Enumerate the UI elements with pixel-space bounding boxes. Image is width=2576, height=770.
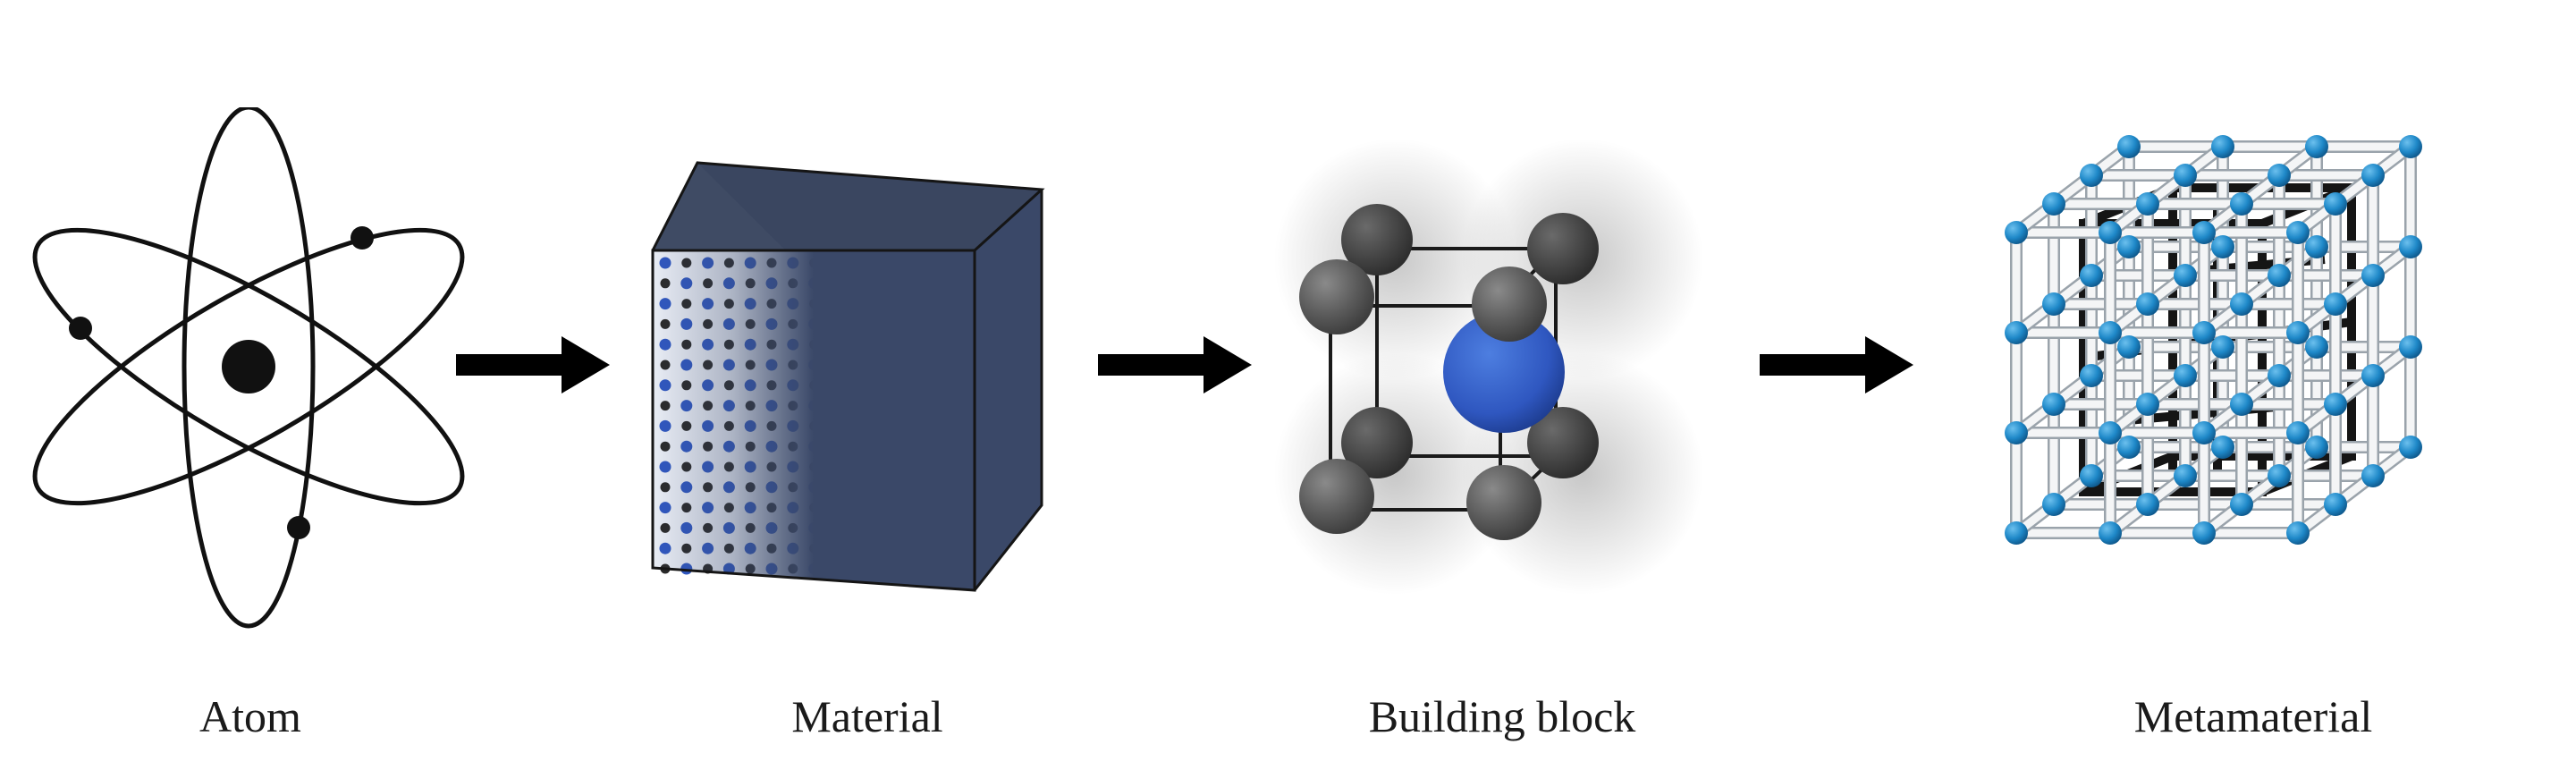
lattice-nodes	[2005, 135, 2422, 545]
orbit-right	[32, 227, 465, 506]
building-block-cell	[1274, 139, 1703, 595]
stage-label-atom: Atom	[199, 691, 301, 741]
orbit-vertical	[182, 107, 316, 629]
corner-atom	[1466, 465, 1541, 540]
material-cube	[651, 161, 1045, 592]
stage-label-metamaterial: Metamaterial	[2133, 691, 2373, 741]
electron-left	[69, 317, 92, 340]
electron-bottom-right	[287, 516, 310, 539]
corner-atom	[1527, 213, 1599, 284]
corner-atom	[1472, 267, 1547, 342]
arrow-icon	[1098, 336, 1252, 393]
corner-atom	[1341, 204, 1413, 275]
metamaterial-lattice	[2005, 135, 2422, 545]
electron-top-right	[351, 226, 374, 250]
cube-top-face	[653, 163, 1042, 250]
nucleus	[222, 340, 275, 393]
center-atom	[1443, 311, 1565, 433]
orbit-left	[32, 227, 465, 506]
corner-atom	[1527, 407, 1599, 478]
atom-icon	[32, 107, 465, 629]
stage-label-material: Material	[791, 691, 943, 741]
cube-side-face	[975, 190, 1042, 590]
corner-atom	[1299, 459, 1374, 534]
stage-label-building-block: Building block	[1368, 691, 1636, 741]
corner-atom	[1299, 259, 1374, 334]
arrow-icon	[456, 336, 610, 393]
corner-atom	[1341, 407, 1413, 478]
arrow-icon	[1760, 336, 1913, 393]
